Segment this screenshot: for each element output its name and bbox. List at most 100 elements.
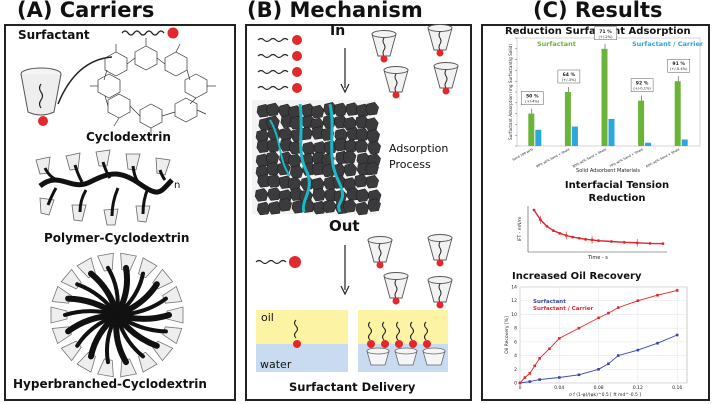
polymer-cyclodextrin-label: Polymer-Cyclodextrin — [44, 231, 190, 245]
chart3-point — [557, 376, 561, 379]
chart3-point — [523, 376, 527, 379]
chart2-xlabel: Time - s — [587, 255, 608, 261]
oil-label: oil — [261, 311, 274, 324]
oil-water-interface-left — [256, 310, 348, 372]
chart2-point — [610, 240, 613, 243]
chart1-xlabel: Solid Adsorbent Materials — [576, 168, 640, 174]
chart1-bar — [601, 48, 608, 146]
chart3-y-tick-label: 8 — [514, 326, 517, 332]
chart2-ylabel: IFT - mN/m — [517, 217, 523, 242]
adsorption-label: Adsorption Process — [389, 142, 449, 171]
chart1-bar — [674, 81, 681, 146]
mechanism-header: (B) Mechanism — [247, 0, 423, 22]
chart1-bar — [528, 113, 535, 146]
free-surfactant-icon — [255, 259, 287, 265]
chart3-point — [538, 378, 541, 381]
hyperbranched-cyclodextrin-label: Hyperbranched-Cyclodextrin — [13, 377, 207, 391]
chart1-bar — [571, 126, 578, 146]
surfactant-delivery-label: Surfactant Delivery — [289, 380, 416, 394]
chart3-point — [616, 306, 620, 309]
chart2-point — [551, 229, 555, 233]
mechanism-panel — [245, 24, 472, 401]
surfactant-tail — [121, 30, 165, 36]
chart3-point — [577, 326, 581, 330]
chart3-point — [597, 316, 600, 320]
chart3-xlabel: σ f (1-φ)/(φk)^0.5 [ ft md^-0.5 ] — [569, 392, 641, 398]
chart3-point — [675, 289, 679, 292]
chart3-point — [518, 381, 522, 385]
chart1-legend-carrier: Surfactant / Carrier — [632, 40, 704, 48]
chart2-point — [558, 231, 562, 235]
chart2-point — [622, 240, 626, 244]
chart3-ylabel: Oil Recovery [%] — [504, 316, 510, 354]
chart2-title: Interfacial Tension Reduction — [564, 180, 670, 204]
chart2-series-line — [533, 209, 664, 245]
chart1-annotation: 91 % — [672, 61, 685, 67]
chart3-point — [636, 299, 640, 303]
chart3-x-tick-label: 0.12 — [633, 385, 643, 391]
cyclodextrin-structure-icon — [90, 38, 216, 136]
results-panel — [481, 24, 710, 401]
chart3-title: Increased Oil Recovery — [512, 271, 642, 282]
chart1-annotation-box — [521, 91, 544, 105]
carriers-header: (A) Carriers — [17, 0, 155, 22]
chart2-point — [532, 208, 536, 212]
chart1-annotation: (+/-4%) — [525, 100, 540, 104]
chart1-annotation: 50 % — [526, 94, 539, 100]
chart3-y-tick-label: 14 — [511, 285, 517, 291]
chart1-annotation: (+/-0.1%) — [633, 87, 651, 91]
chart3-point — [607, 311, 610, 315]
chart3-legend-surfactant: Surfactant — [533, 299, 566, 305]
chart3-point — [528, 372, 532, 375]
chart3-y-tick-label: 0 — [514, 381, 517, 387]
chart3-point — [656, 293, 659, 297]
oil-water-interface-right — [358, 310, 448, 372]
surfactant-head-icon — [167, 27, 179, 39]
empty-carriers-icon — [367, 234, 453, 309]
chart1-annotation-box — [557, 69, 581, 84]
chart1-annotation-box — [630, 78, 654, 92]
chart3-x-tick-label: 0.08 — [594, 385, 604, 391]
carriers-panel — [4, 24, 236, 401]
chart1-annotation: 71 % — [599, 29, 612, 35]
cyclodextrin-label: Cyclodextrin — [86, 130, 171, 144]
chart3-point — [636, 348, 640, 352]
chart3-point — [616, 354, 620, 357]
porous-media-icon — [252, 100, 382, 216]
polymer-n-label: n — [174, 180, 181, 191]
chart1-bar — [535, 129, 542, 146]
chart1-bar — [564, 92, 571, 146]
water-label: water — [260, 358, 292, 371]
chart3-y-tick-label: 10 — [511, 312, 517, 318]
surfactant-label: Surfactant — [18, 28, 90, 42]
chart3-point — [675, 333, 679, 337]
chart3-y-tick-label: 2 — [514, 367, 517, 373]
incoming-surfactants-icon — [257, 35, 302, 93]
chart3-point — [656, 341, 659, 345]
chart1-annotation-box — [667, 59, 690, 73]
chart3-point — [557, 337, 561, 340]
chart3-y-tick-label: 4 — [514, 353, 517, 359]
chart1-bar — [638, 100, 645, 146]
chart2-point — [597, 239, 600, 243]
chart3-point — [533, 364, 537, 368]
chart3-x-tick-label: 0 — [519, 385, 522, 391]
out-label: Out — [329, 217, 360, 235]
chart3-x-tick-label: 0.04 — [554, 385, 564, 391]
chart1-annotation: (+/-2%) — [598, 35, 613, 39]
chart1-annotation-box — [594, 26, 617, 40]
chart2-point — [648, 241, 652, 245]
chart1-bar — [608, 119, 615, 146]
chart3-y-tick-label: 6 — [514, 339, 517, 345]
results-header: (C) Results — [533, 0, 663, 22]
chart3-point — [538, 357, 541, 360]
chart2-point — [577, 236, 581, 240]
chart3-y-tick-label: 12 — [511, 298, 517, 304]
chart1-legend-surfactant: Surfactant — [537, 40, 576, 48]
